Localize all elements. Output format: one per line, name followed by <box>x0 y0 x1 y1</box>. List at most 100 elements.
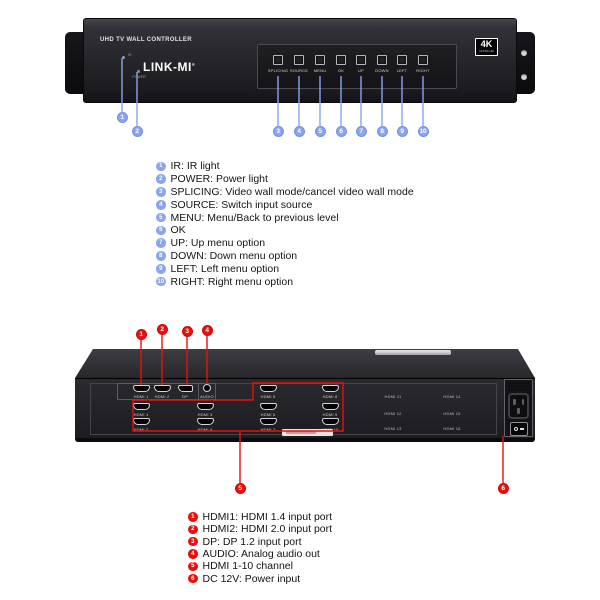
port-label: HDMI 9 <box>322 412 338 417</box>
sticker-print <box>286 431 316 434</box>
rack-ear-left <box>65 32 87 94</box>
device-title: UHD TV WALL CONTROLLER <box>100 37 192 43</box>
panel-button-up: UP <box>348 55 374 73</box>
legend-text: RIGHT: Right menu option <box>170 275 294 288</box>
button-square-icon <box>294 55 304 65</box>
legend-num: 1 <box>188 512 198 522</box>
port-label: HDMI 5 <box>260 394 276 399</box>
label-hdmi15: HDMI 15 <box>443 411 461 416</box>
hdmi-connector-icon <box>259 403 277 410</box>
legend-num: 4 <box>156 200 166 210</box>
port-hdmi5-out: HDMI 5 <box>253 385 283 399</box>
front-panel-device: UHD TV WALL CONTROLLER IR LINK-MI® POWER… <box>65 18 535 103</box>
button-square-icon <box>336 55 346 65</box>
button-label: RIGHT <box>416 68 430 73</box>
callout-5: 5 <box>314 125 326 137</box>
model-sticker <box>282 429 333 436</box>
hdmi-connector-icon <box>153 385 171 392</box>
callout-6: 6 <box>335 125 347 137</box>
power-label: POWER <box>132 75 146 79</box>
legend-num: 2 <box>156 174 166 184</box>
registered-mark: ® <box>191 62 196 67</box>
port-label: HDMI 2 <box>133 427 149 432</box>
panel-button-ok: OK <box>328 55 354 73</box>
button-label: MENU <box>313 68 327 73</box>
legend-item: 5 HDMI 1-10 channel <box>188 560 332 572</box>
legend-text: OK <box>170 224 186 237</box>
port-label: HDMI 4 <box>197 427 213 432</box>
button-label: SOURCE <box>289 68 309 73</box>
port-hdmi7-out: HDMI 7 <box>253 418 283 432</box>
legend-num: 5 <box>188 561 198 572</box>
port-label: HDMI 6 <box>260 412 276 417</box>
port-hdmi2-out: HDMI 2 <box>126 418 156 432</box>
callout-10: 10 <box>417 125 429 137</box>
port-label: HDMI 7 <box>260 427 276 432</box>
legend-item: 2 HDMI2: HDMI 2.0 input port <box>188 523 332 535</box>
power-switch <box>510 422 528 436</box>
legend-item: 5 MENU: Menu/Back to previous level <box>156 211 414 224</box>
button-label: OK <box>337 68 345 73</box>
legend-text: DC 12V: Power input <box>202 572 301 585</box>
legend-text: DP: DP 1.2 input port <box>202 535 302 548</box>
mount-hole-icon <box>521 50 527 56</box>
switch-on-mark-icon <box>520 428 525 430</box>
port-hdmi1-out: HDMI 1 <box>126 403 156 417</box>
4k-badge: 4K ULTRA HD <box>475 38 498 56</box>
rear-callout-3: 3 <box>181 325 193 337</box>
rear-callout-5: 5 <box>234 482 246 494</box>
legend-num: 4 <box>188 549 198 559</box>
legend-item: 6 OK <box>156 224 414 237</box>
callout-8: 8 <box>376 125 388 137</box>
legend-num: 6 <box>156 225 166 236</box>
hdmi-connector-icon <box>321 418 339 425</box>
legend-item: 6 DC 12V: Power input <box>188 572 332 585</box>
brand-logo: LINK-MI® <box>143 60 195 74</box>
legend-text: MENU: Menu/Back to previous level <box>170 211 339 224</box>
button-label: LEFT <box>396 68 408 73</box>
button-square-icon <box>315 55 325 65</box>
button-square-icon <box>418 55 428 65</box>
4k-badge-text: 4K <box>480 39 493 49</box>
legend-num: 5 <box>156 212 166 223</box>
mount-hole-icon <box>521 74 527 80</box>
rack-ear-right <box>513 32 535 94</box>
legend-text: UP: Up menu option <box>170 237 266 250</box>
port-label: HDMI 1 <box>133 412 149 417</box>
power-rating-sticker <box>507 383 530 390</box>
power-led-icon <box>137 70 140 73</box>
legend-num: 1 <box>156 161 166 172</box>
legend-text: POWER: Power light <box>170 173 268 186</box>
audio-jack-icon <box>203 384 211 392</box>
legend-num: 9 <box>156 264 166 274</box>
legend-item: 2 POWER: Power light <box>156 173 414 186</box>
inlet-pin-icon <box>513 399 516 405</box>
legend-num: 3 <box>156 187 166 197</box>
rear-callout-6: 6 <box>497 482 509 494</box>
button-label: SPLICING <box>267 68 289 73</box>
legend-num: 2 <box>188 524 198 535</box>
callout-2: 2 <box>131 125 143 137</box>
port-hdmi4-out: HDMI 4 <box>190 418 220 432</box>
handle-recess <box>375 350 451 355</box>
callout-3: 3 <box>272 125 284 137</box>
label-hdmi13: HDMI 13 <box>384 426 402 431</box>
port-hdmi6-out: HDMI 6 <box>253 403 283 417</box>
callout-4: 4 <box>293 125 305 137</box>
port-hdmi9-out: HDMI 9 <box>315 403 345 417</box>
legend-num: 6 <box>188 573 198 584</box>
legend-text: HDMI2: HDMI 2.0 input port <box>202 523 333 536</box>
label-hdmi11: HDMI 11 <box>384 394 402 399</box>
legend-text: HDMI 1-10 channel <box>202 560 293 573</box>
hdmi-connector-icon <box>259 385 277 392</box>
hdmi-connector-icon <box>321 385 339 392</box>
power-section <box>504 379 533 437</box>
ir-led-icon <box>122 56 125 59</box>
callout-7: 7 <box>355 125 367 137</box>
hdmi-connector-icon <box>132 403 150 410</box>
